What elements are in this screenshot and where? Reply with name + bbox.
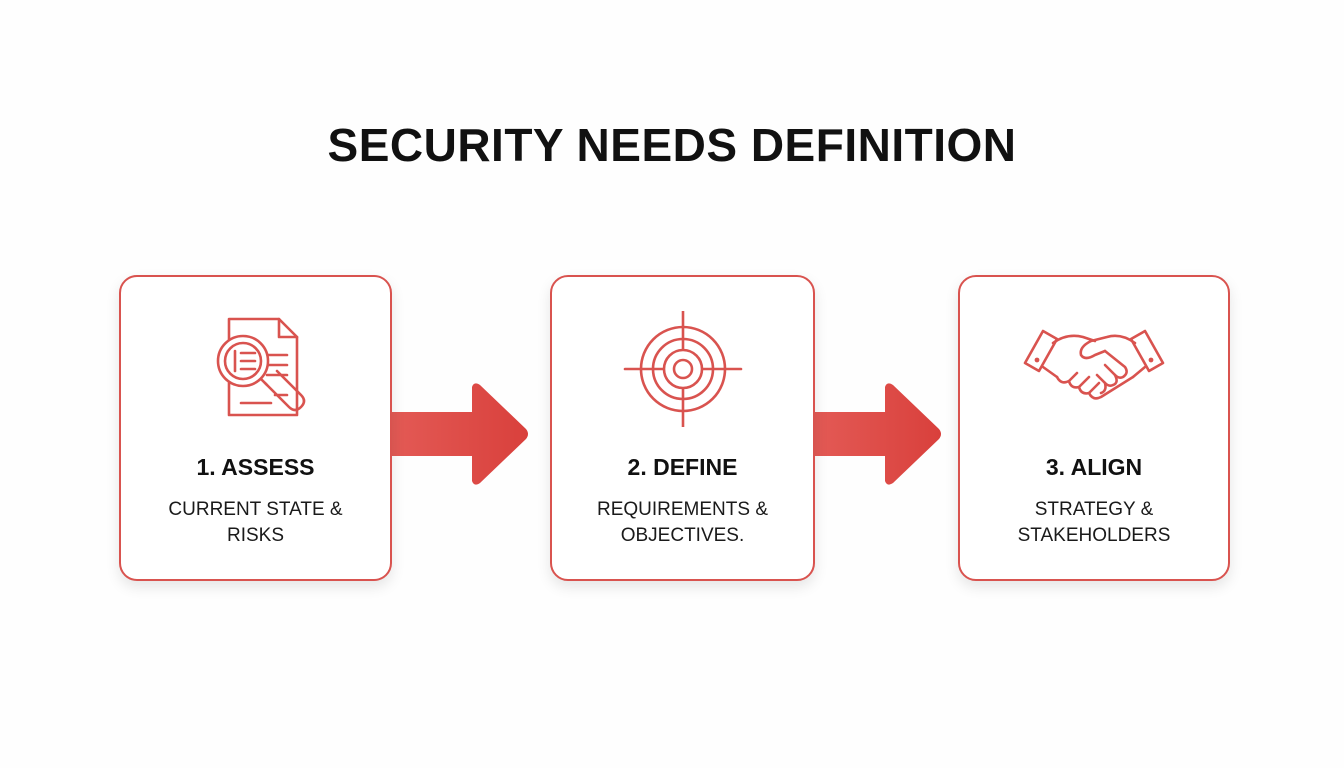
target-crosshair-icon [623,311,742,427]
step-title: 1. ASSESS [196,454,315,480]
step-card-align: 3. ALIGN STRATEGY & STAKEHOLDERS [958,275,1230,581]
step-description-line: RISKS [226,525,285,546]
step-description: REQUIREMENTS & OBJECTIVES. [562,497,803,549]
step-description-line: CURRENT STATE & [168,499,343,520]
step-description: STRATEGY & STAKEHOLDERS [970,497,1218,549]
step-description-line: OBJECTIVES. [620,525,745,546]
document-magnifier-icon [216,317,305,417]
step-description-line: STRATEGY & [1034,499,1154,520]
step-card-define: 2. DEFINE REQUIREMENTS & OBJECTIVES. [550,275,815,581]
step-description: CURRENT STATE & RISKS [131,497,380,549]
arrow-right-icon [392,383,528,485]
handshake-icon [1023,329,1165,400]
step-card-assess: 1. ASSESS CURRENT STATE & RISKS [119,275,392,581]
diagram-title: SECURITY NEEDS DEFINITION [327,119,1017,171]
step-description-line: REQUIREMENTS & [596,499,769,520]
step-description-line: STAKEHOLDERS [1017,525,1171,546]
step-title: 3. ALIGN [1045,454,1143,480]
step-title: 2. DEFINE [627,454,738,480]
arrow-right-icon [815,383,941,485]
